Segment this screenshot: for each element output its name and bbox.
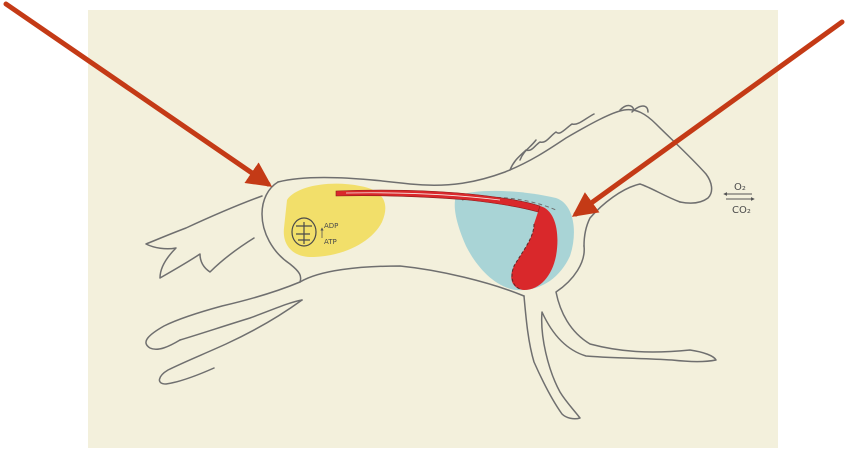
mitochondrion-label-top: ADP [324,222,338,230]
slide-background [88,10,778,448]
co2-label: CO₂ [732,205,751,216]
mitochondrion-label-bottom: ATP [324,238,337,246]
o2-label: O₂ [734,182,746,193]
